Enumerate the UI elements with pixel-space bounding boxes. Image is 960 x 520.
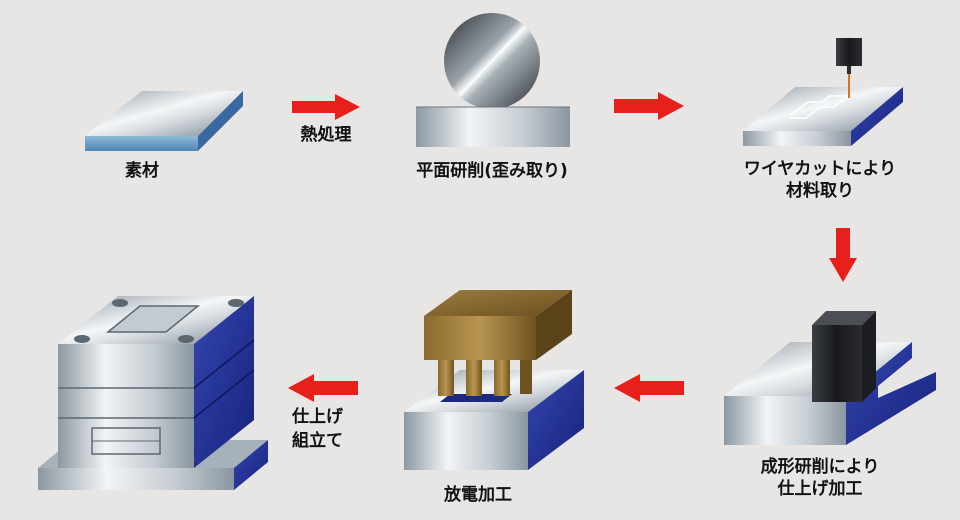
ground-plate-illustration (416, 106, 570, 147)
wire-cut-block-illustration (743, 87, 903, 146)
arrow-left-icon (614, 374, 684, 402)
label-wire-cut-line1: ワイヤカットにより (743, 159, 897, 179)
wire-electrode-illustration (836, 38, 862, 98)
label-material: 素材 (125, 161, 159, 181)
label-form-grinding-line2: 仕上げ加工 (777, 479, 863, 499)
arrow-right-icon (292, 94, 360, 120)
label-finish-line2: 組立て (292, 431, 343, 451)
label-heat-treatment: 熱処理 (300, 125, 352, 145)
arrow-right-icon (614, 92, 684, 120)
label-form-grinding-line1: 成形研削により (760, 457, 880, 477)
label-edm: 放電加工 (444, 485, 512, 505)
label-wire-cut-line2: 材料取り (786, 181, 854, 201)
form-grinding-illustration (724, 311, 936, 445)
die-set-illustration (38, 296, 268, 490)
arrow-left-icon (288, 374, 358, 402)
label-surface-grinding: 平面研削(歪み取り) (416, 161, 568, 181)
grinding-wheel-illustration (444, 13, 540, 109)
arrow-down-icon (829, 228, 857, 282)
label-finish-line1: 仕上げ (292, 407, 343, 427)
edm-electrode-illustration (424, 290, 572, 396)
material-plate-illustration (85, 91, 243, 151)
